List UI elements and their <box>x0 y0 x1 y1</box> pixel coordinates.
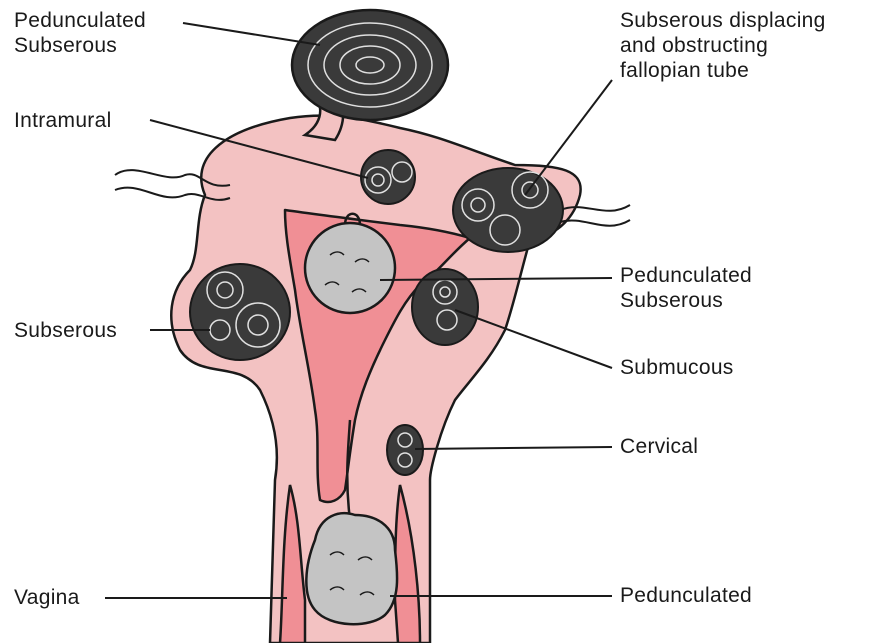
label-submucous: Submucous <box>620 355 734 380</box>
label-pedunculated-subserous-right: Pedunculated Subserous <box>620 263 752 313</box>
fibroid-cervical <box>387 425 423 475</box>
leader-cervical <box>415 447 612 449</box>
label-line: Subserous displacing <box>620 8 826 33</box>
label-line: Pedunculated <box>14 8 146 33</box>
label-cervical: Cervical <box>620 434 698 459</box>
label-line: Pedunculated <box>620 263 752 288</box>
label-line: Subserous <box>14 33 146 58</box>
label-subserous-left: Subserous <box>14 318 117 343</box>
label-line: and obstructing <box>620 33 826 58</box>
fibroid-pedunculated-subserous-top <box>292 10 448 120</box>
fibroid-subserous-left <box>190 264 290 360</box>
leader-pedunculated-subserous-top <box>183 23 320 45</box>
label-intramural: Intramural <box>14 108 112 133</box>
fibroid-subserous-displacing-tube <box>453 168 563 252</box>
label-line: Subserous <box>620 288 752 313</box>
label-line: fallopian tube <box>620 58 826 83</box>
label-vagina: Vagina <box>14 585 80 610</box>
fibroid-intramural <box>361 150 415 204</box>
label-subserous-displacing: Subserous displacing and obstructing fal… <box>620 8 826 83</box>
label-pedunculated-subserous-top: Pedunculated Subserous <box>14 8 146 58</box>
label-pedunculated-bottom: Pedunculated <box>620 583 752 608</box>
